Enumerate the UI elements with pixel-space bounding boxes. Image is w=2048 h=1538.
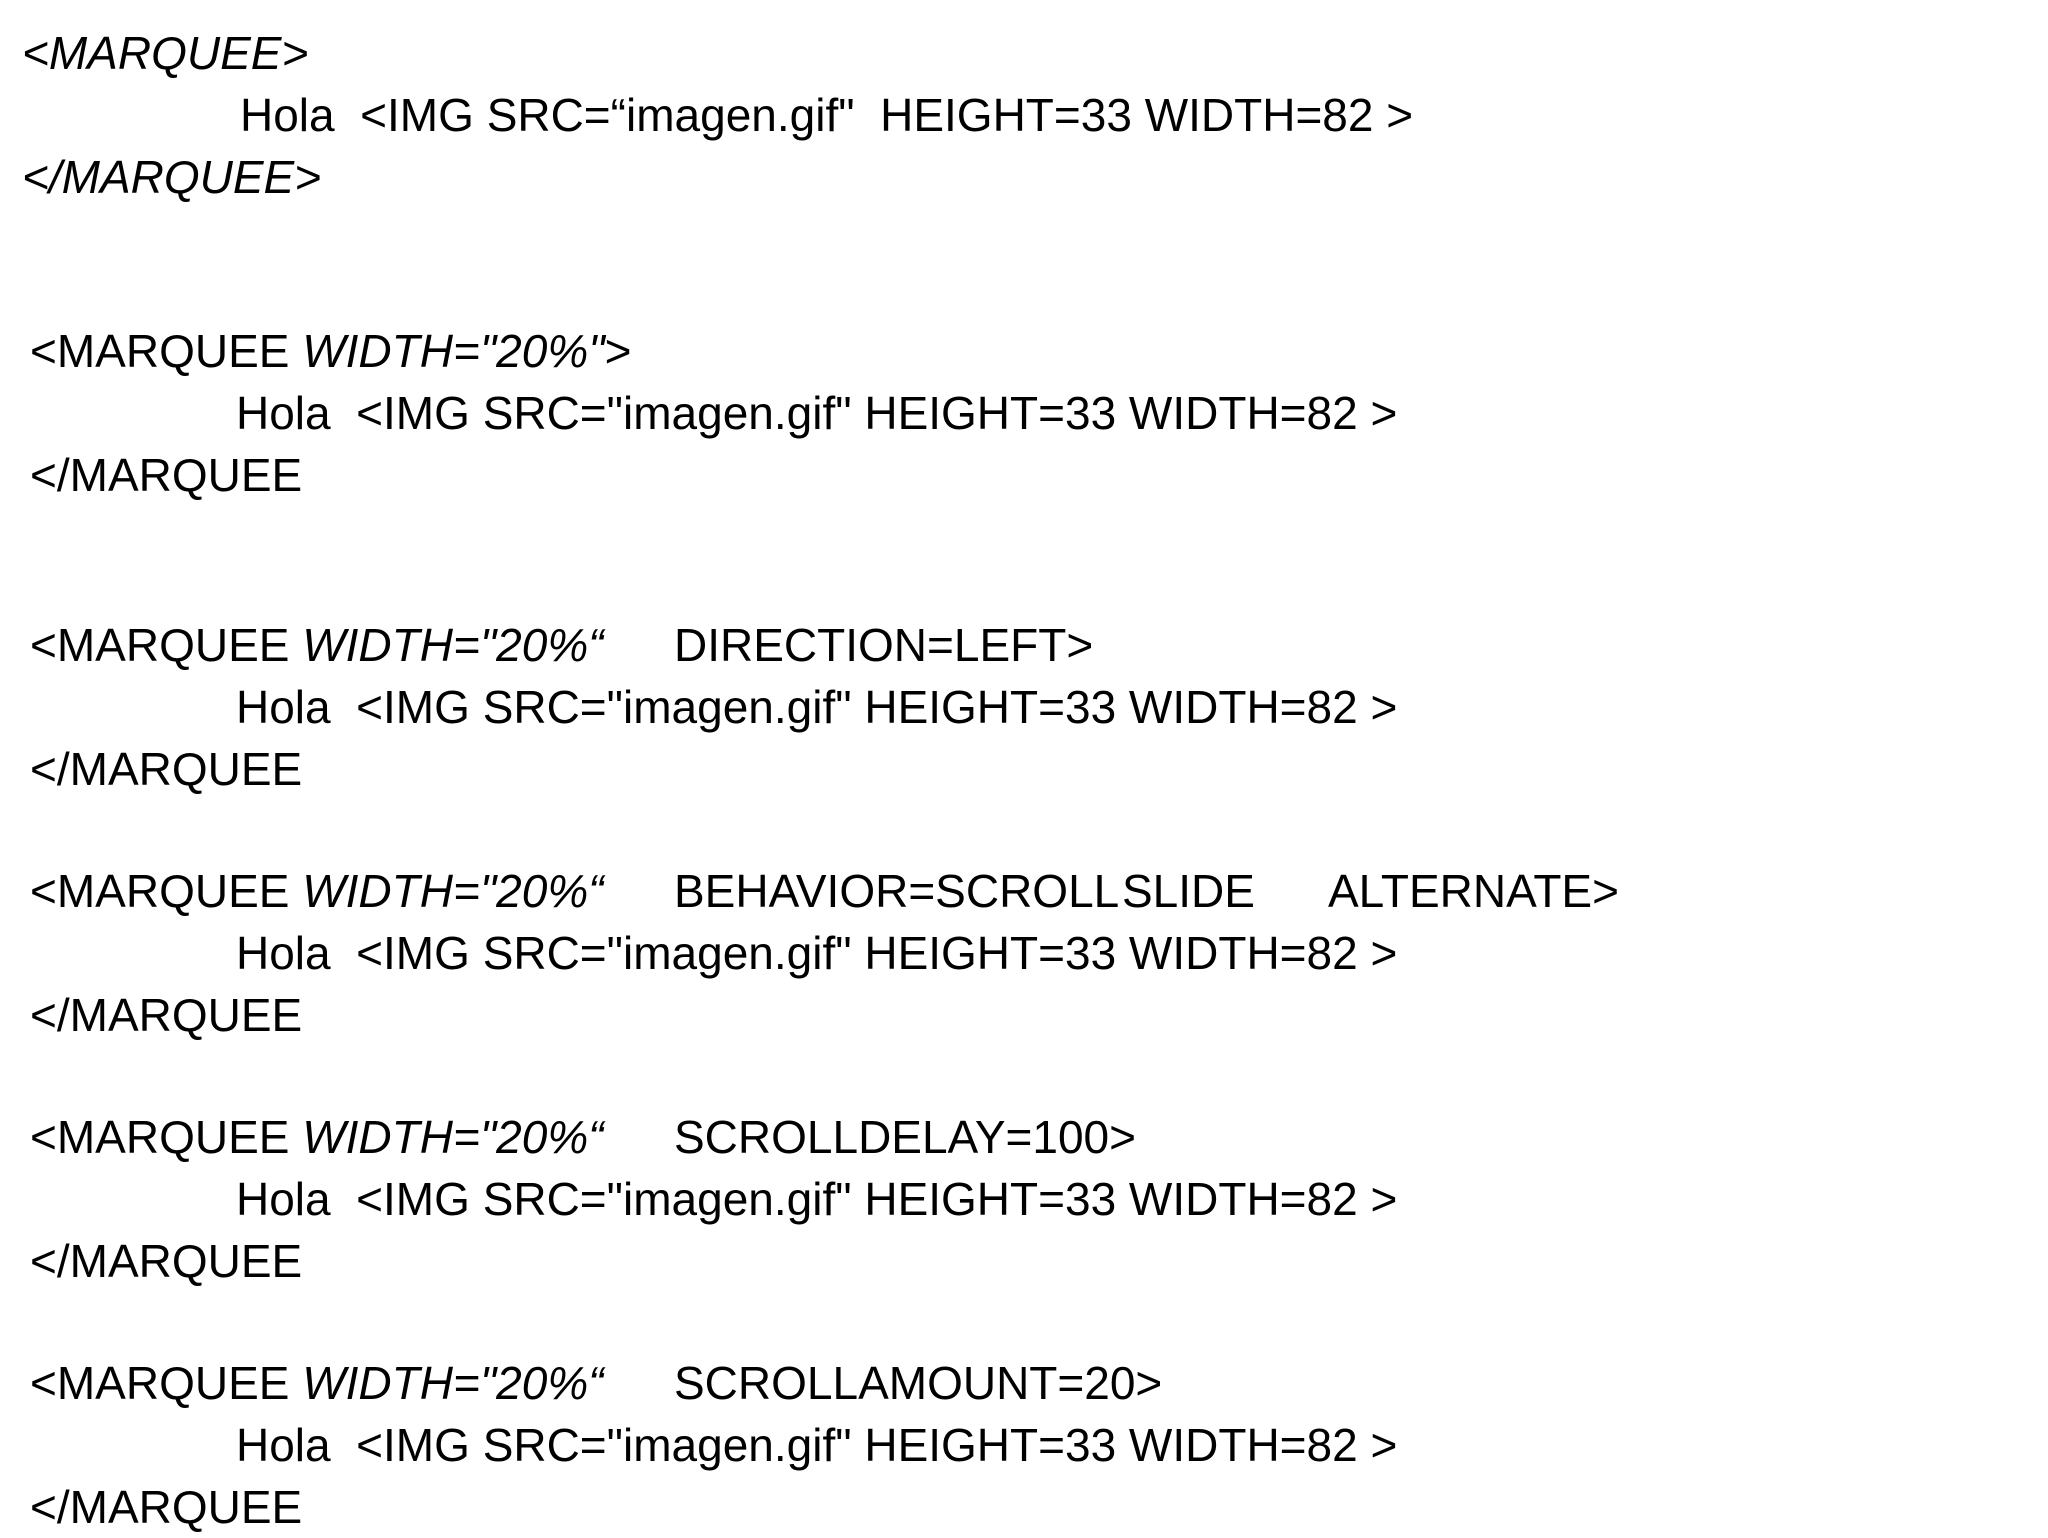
- block3-open-prefix: <MARQUEE: [30, 619, 303, 671]
- block2-content-line: Hola <IMG SRC="imagen.gif" HEIGHT=33 WID…: [236, 387, 1398, 439]
- block2-open-tag: <MARQUEE WIDTH="20%">: [30, 320, 631, 382]
- block4-close-tag: </MARQUEE: [30, 989, 303, 1041]
- block1-content-line: Hola <IMG SRC=“imagen.gif" HEIGHT=33 WID…: [240, 89, 1414, 141]
- block5-close-tag: </MARQUEE: [30, 1235, 303, 1287]
- block4-behavior-attr: BEHAVIOR=SCROLL: [674, 865, 1120, 917]
- block1-close-tag: </MARQUEE>: [22, 151, 322, 203]
- block2-open-prefix: <MARQUEE: [30, 325, 303, 377]
- block4-open-prefix: <MARQUEE: [30, 865, 303, 917]
- block5-width-attr: WIDTH="20%“: [302, 1111, 604, 1163]
- block6-content-line: Hola <IMG SRC="imagen.gif" HEIGHT=33 WID…: [236, 1419, 1398, 1471]
- block5-content-line: Hola <IMG SRC="imagen.gif" HEIGHT=33 WID…: [236, 1173, 1398, 1225]
- block4-option-alternate: ALTERNATE>: [1328, 865, 1619, 917]
- block4-width-attr: WIDTH="20%“: [302, 865, 604, 917]
- block2-close-tag: </MARQUEE: [30, 449, 303, 501]
- block6-close-tag: </MARQUEE: [30, 1481, 303, 1533]
- block1-open-tag: <MARQUEE>: [22, 27, 309, 79]
- block6-scrollamount-attr: SCROLLAMOUNT=20>: [674, 1357, 1163, 1409]
- block5-open-prefix: <MARQUEE: [30, 1111, 303, 1163]
- block3-open-tag: <MARQUEE WIDTH="20%“ DIRECTION=LEFT>: [30, 614, 1093, 676]
- block6-open-tag: <MARQUEE WIDTH="20%“ SCROLLAMOUNT=20>: [30, 1352, 1162, 1414]
- block3-close-tag: </MARQUEE: [30, 743, 303, 795]
- block5-scrolldelay-attr: SCROLLDELAY=100>: [674, 1111, 1136, 1163]
- block5-open-tag: <MARQUEE WIDTH="20%“ SCROLLDELAY=100>: [30, 1106, 1136, 1168]
- block2-width-attr: WIDTH="20%": [302, 325, 605, 377]
- block3-width-attr: WIDTH="20%“: [302, 619, 604, 671]
- block3-direction-attr: DIRECTION=LEFT>: [674, 619, 1094, 671]
- block4-option-slide: SLIDE: [1122, 865, 1255, 917]
- block6-width-attr: WIDTH="20%“: [302, 1357, 604, 1409]
- block6-open-prefix: <MARQUEE: [30, 1357, 303, 1409]
- block2-open-suffix: >: [604, 325, 632, 377]
- block3-content-line: Hola <IMG SRC="imagen.gif" HEIGHT=33 WID…: [236, 681, 1398, 733]
- block4-content-line: Hola <IMG SRC="imagen.gif" HEIGHT=33 WID…: [236, 927, 1398, 979]
